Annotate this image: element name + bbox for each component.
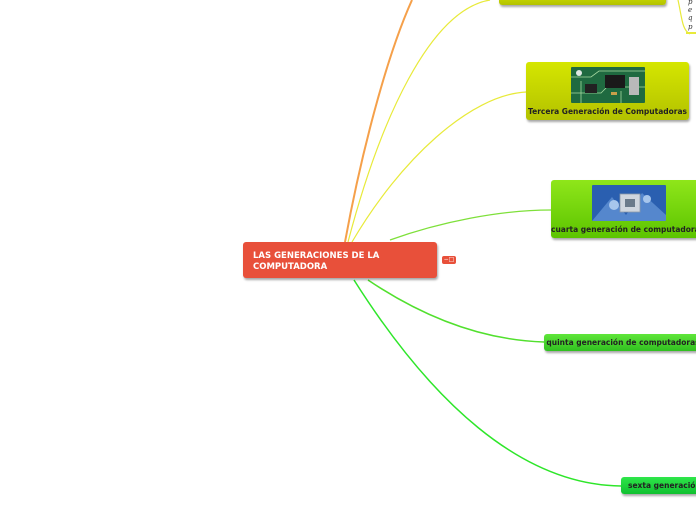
topic-cuarta-generacion[interactable]: cuarta generación de computadoras: [551, 180, 696, 238]
central-topic[interactable]: LAS GENERACIONES DE LA COMPUTADORA: [243, 242, 437, 278]
topic-tercera-generacion[interactable]: Tercera Generación de Computadoras: [526, 62, 689, 120]
connector-tercera: [351, 91, 527, 243]
topic-label: cuarta generación de computadoras: [551, 225, 696, 234]
collapse-icon[interactable]: −□: [442, 256, 456, 264]
connector-top-topic: [347, 0, 491, 243]
partial-note-char: p: [688, 0, 693, 6]
partial-note-char: e: [688, 6, 693, 15]
topic-label: quinta generación de computadoras: [546, 338, 696, 347]
partial-note-char: p: [688, 22, 693, 31]
topic-label: Tercera Generación de Computadoras: [528, 107, 687, 116]
circuit-board-image: [570, 67, 645, 103]
topic-quinta-generacion[interactable]: quinta generación de computadoras: [544, 334, 696, 351]
topic-label: sexta generación: [628, 481, 696, 490]
microprocessor-chip-image: [592, 185, 666, 221]
connector-quinta: [367, 279, 545, 343]
central-topic-title: LAS GENERACIONES DE LA COMPUTADORA: [253, 251, 380, 272]
partial-note-text: p e q p: [688, 0, 696, 31]
topic-sexta-generacion[interactable]: sexta generación: [621, 477, 696, 494]
topic-top-partial[interactable]: [499, 0, 666, 5]
connector-sexta: [353, 279, 622, 487]
partial-note-char: q: [688, 14, 693, 23]
connector-cuarta: [389, 209, 552, 241]
connector-top-offscreen: [344, 0, 413, 243]
